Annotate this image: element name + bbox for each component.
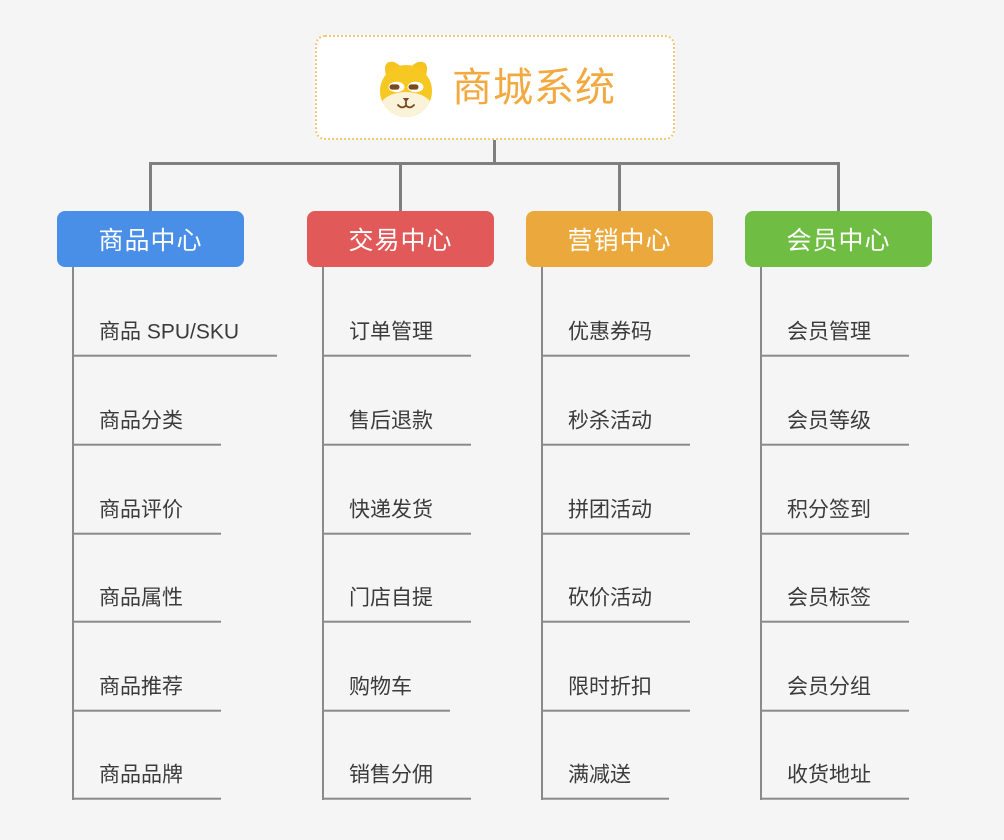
branch-label: 商品中心 xyxy=(98,227,203,255)
root-topic-title: 商城系统 xyxy=(452,65,616,110)
branch-children-marketing-center: 优惠券码 秒杀活动 拼团活动 砍价活动 限时折扣 满减送 xyxy=(541,267,791,802)
branch-label: 交易中心 xyxy=(348,227,453,255)
branch-children-member-center: 会员管理 会员等级 积分签到 会员标签 会员分组 收货地址 xyxy=(760,267,1004,802)
leaf-topic[interactable]: 商品评价 xyxy=(72,497,221,535)
branch-children-product-center: 商品 SPU/SKU 商品分类 商品评价 商品属性 商品推荐 商品品牌 xyxy=(72,267,322,802)
leaf-topic[interactable]: 商品属性 xyxy=(72,585,221,623)
leaf-topic[interactable]: 门店自提 xyxy=(322,585,471,623)
branch-label: 营销中心 xyxy=(567,227,672,255)
leaf-topic[interactable]: 收货地址 xyxy=(760,762,909,800)
leaf-topic[interactable]: 积分签到 xyxy=(760,497,909,535)
branch-topic-trade-center[interactable]: 交易中心 xyxy=(307,211,494,267)
leaf-topic[interactable]: 会员分组 xyxy=(760,674,909,712)
leaf-topic[interactable]: 购物车 xyxy=(322,674,450,712)
connector-drop-member-center xyxy=(837,162,840,212)
branch-children-trade-center: 订单管理 售后退款 快递发货 门店自提 购物车 销售分佣 xyxy=(322,267,572,802)
leaf-topic[interactable]: 商品分类 xyxy=(72,408,221,446)
leaf-topic[interactable]: 售后退款 xyxy=(322,408,471,446)
connector-drop-product-center xyxy=(149,162,152,212)
leaf-topic[interactable]: 会员管理 xyxy=(760,319,909,357)
root-topic[interactable]: 商城系统 xyxy=(315,35,675,140)
connector-root-stub xyxy=(493,139,496,165)
branch-topic-member-center[interactable]: 会员中心 xyxy=(745,211,932,267)
branch-topic-marketing-center[interactable]: 营销中心 xyxy=(526,211,713,267)
leaf-topic[interactable]: 商品品牌 xyxy=(72,762,221,800)
shiba-dog-face-icon xyxy=(380,61,432,117)
branch-topic-product-center[interactable]: 商品中心 xyxy=(57,211,244,267)
leaf-topic[interactable]: 订单管理 xyxy=(322,319,471,357)
connector-drop-trade-center xyxy=(399,162,402,212)
leaf-topic[interactable]: 商品 SPU/SKU xyxy=(72,319,278,357)
leaf-topic[interactable]: 满减送 xyxy=(541,762,669,800)
connector-drop-marketing-center xyxy=(618,162,621,212)
leaf-topic[interactable]: 会员等级 xyxy=(760,408,909,446)
leaf-topic[interactable]: 秒杀活动 xyxy=(541,408,690,446)
leaf-topic[interactable]: 砍价活动 xyxy=(541,585,690,623)
leaf-topic[interactable]: 拼团活动 xyxy=(541,497,690,535)
leaf-topic[interactable]: 销售分佣 xyxy=(322,762,471,800)
connector-horizontal-bus xyxy=(149,162,840,165)
leaf-topic[interactable]: 会员标签 xyxy=(760,585,909,623)
leaf-topic[interactable]: 限时折扣 xyxy=(541,674,690,712)
branch-label: 会员中心 xyxy=(786,227,891,255)
leaf-topic[interactable]: 快递发货 xyxy=(322,497,471,535)
leaf-topic[interactable]: 商品推荐 xyxy=(72,674,221,712)
leaf-topic[interactable]: 优惠券码 xyxy=(541,319,690,357)
